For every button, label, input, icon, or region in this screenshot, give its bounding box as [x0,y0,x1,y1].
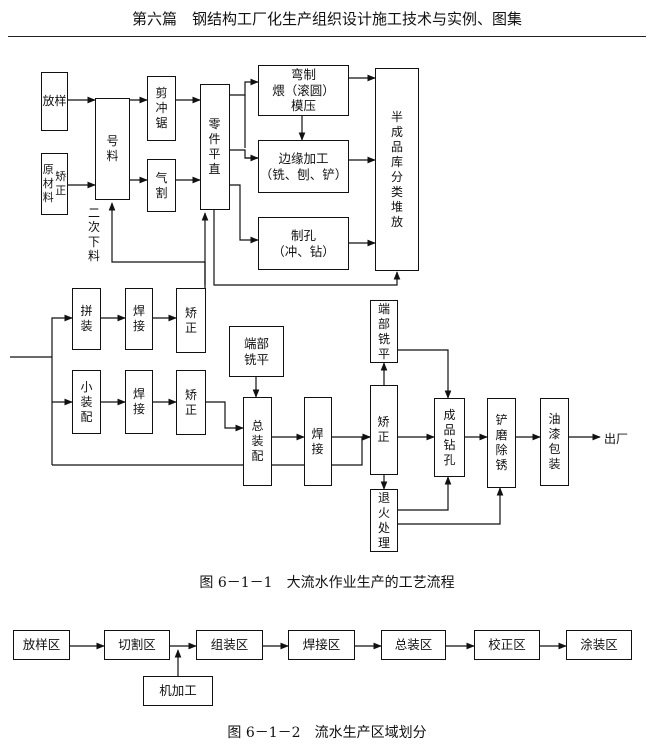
zone-jiaozheng: 校正区 [474,630,540,660]
label-erci-xialiao: 二次下料 [88,206,101,264]
node-hanjie-3: 焊接 [304,397,332,486]
node-fangyang: 放样 [41,72,68,131]
node-wanzhi: 弯制煨（滚圆）模压 [258,65,349,116]
node-duanbu-xiping-2: 端部铣平 [370,300,398,363]
zone-qiege: 切割区 [104,630,170,660]
node-zongzhuangpei: 总装配 [243,397,272,486]
node-yuancailiao: 原材料矫正 [41,153,68,215]
node-hanjie-1: 焊接 [125,288,153,350]
node-jiaozheng-2: 矫正 [176,370,206,435]
node-jianchongju: 剪冲锯 [147,76,176,141]
node-zhikong: 制孔（冲、钻） [258,217,349,270]
node-haoliao: 号料 [95,98,130,200]
node-bianyuan-jiagong: 边缘加工（铣、刨、铲） [258,140,349,193]
node-youqi-baozhuang: 油漆包装 [540,398,569,486]
node-qige: 气割 [147,159,176,212]
zone-zuzhuang: 组装区 [196,630,263,660]
node-banchengpin: 半成品库分类堆放 [375,68,419,271]
node-chengpin-zuankong: 成品钻孔 [434,398,465,477]
label-chuchang: 出厂 [604,432,629,446]
header-rule [8,36,646,37]
zone-fangyang: 放样区 [13,630,70,660]
node-pinzhuang: 拼装 [72,288,101,350]
node-jiaozheng-1: 矫正 [176,288,206,353]
zone-zongzhuang: 总装区 [381,630,446,660]
node-lingjian-pingzhi: 零件平直 [200,84,230,210]
node-tuihuo: 退火处理 [370,489,398,552]
zone-tuzhuang: 涂装区 [566,630,632,660]
zone-jijiagong: 机加工 [143,676,213,706]
node-hanjie-2: 焊接 [125,370,153,434]
node-jiaozheng-3: 矫正 [370,385,398,475]
node-xiaozhuangpei: 小装配 [72,370,101,434]
node-duanbu-xiping-1: 端部铣平 [229,326,284,377]
node-chanmo-chuxiu: 铲磨除锈 [487,398,516,488]
page-header: 第六篇 钢结构工厂化生产组织设计施工技术与实例、图集 [131,10,522,28]
figure-1-caption: 图 6－1－1 大流水作业生产的工艺流程 [199,575,455,591]
figure-2-caption: 图 6－1－2 流水生产区域划分 [227,725,427,741]
zone-hanjie: 焊接区 [288,630,355,660]
